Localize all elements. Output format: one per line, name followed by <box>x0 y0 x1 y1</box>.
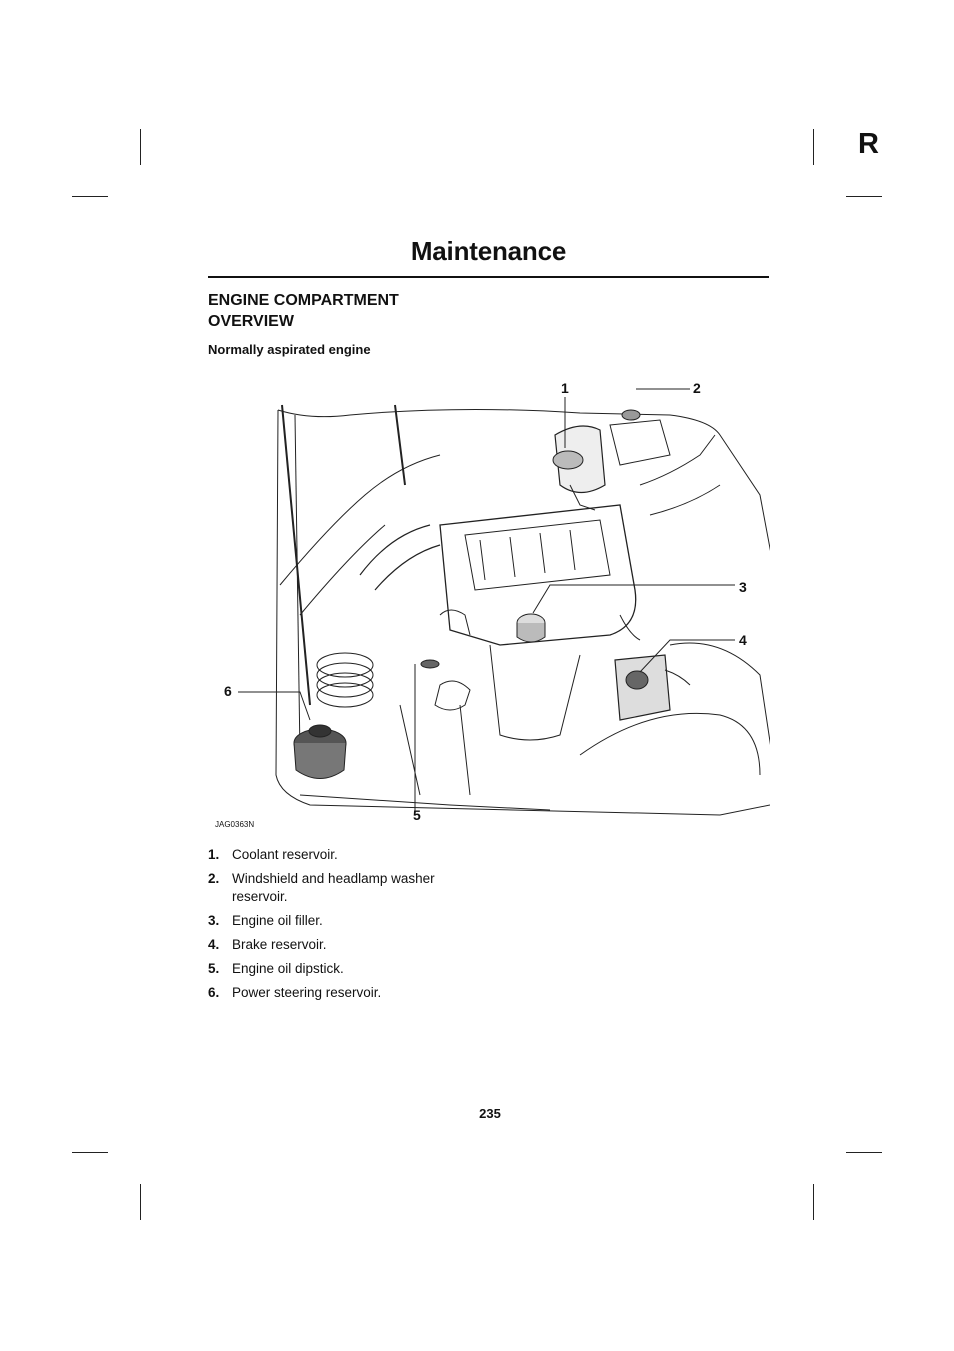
crop-mark <box>846 196 882 197</box>
callout-4: 4 <box>739 632 747 648</box>
callout-6: 6 <box>224 683 232 699</box>
engine-illustration <box>200 375 776 835</box>
legend-item: 1.Coolant reservoir. <box>208 847 338 862</box>
legend-item: 2.Windshield and headlamp washer reservo… <box>208 871 435 904</box>
callout-2: 2 <box>693 380 701 396</box>
figure-code: JAG0363N <box>215 820 255 829</box>
crop-mark <box>72 196 108 197</box>
legend-item: 5.Engine oil dipstick. <box>208 961 344 976</box>
crop-mark <box>813 129 814 165</box>
page-number: 235 <box>479 1106 501 1121</box>
crop-mark <box>813 1184 814 1220</box>
component-legend: 1.Coolant reservoir. 2.Windshield and he… <box>208 846 478 1008</box>
crop-mark <box>140 1184 141 1220</box>
legend-item: 6.Power steering reservoir. <box>208 985 382 1000</box>
legend-item: 4.Brake reservoir. <box>208 937 327 952</box>
title-rule <box>208 276 769 278</box>
callout-3: 3 <box>739 579 747 595</box>
sub-heading: Normally aspirated engine <box>208 342 371 357</box>
crop-mark <box>72 1152 108 1153</box>
callout-1: 1 <box>561 380 569 396</box>
crop-mark <box>846 1152 882 1153</box>
legend-item: 3.Engine oil filler. <box>208 913 323 928</box>
page-title: Maintenance <box>410 236 567 266</box>
section-letter: R <box>858 128 879 160</box>
section-heading: ENGINE COMPARTMENT OVERVIEW <box>208 292 399 330</box>
crop-mark <box>140 129 141 165</box>
callout-5: 5 <box>413 807 421 823</box>
